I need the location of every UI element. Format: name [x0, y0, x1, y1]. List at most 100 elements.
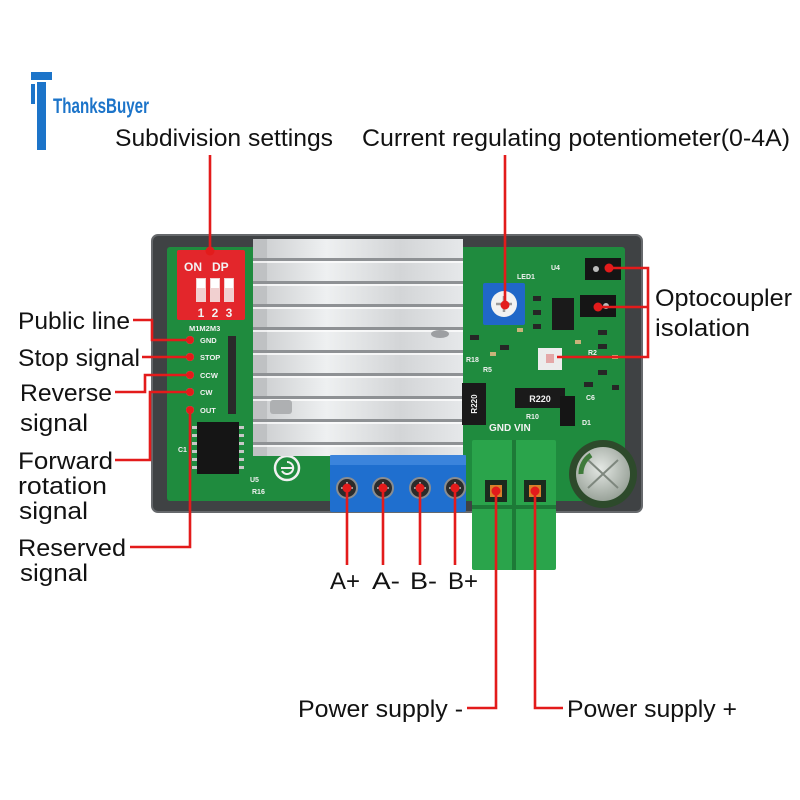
resistor-r220-vertical-label: R220 — [470, 394, 479, 414]
dip-toggle-2[interactable] — [210, 278, 220, 302]
dip-toggle-1-knob — [197, 279, 205, 288]
callout-dot-power-minus — [491, 486, 501, 496]
logo-text: ThanksBuyer — [53, 95, 149, 118]
callout-dot-public-line — [186, 336, 194, 344]
power-terminal-block — [472, 440, 556, 570]
heatsink-screw-bottom — [270, 400, 292, 414]
callout-lines — [115, 155, 650, 710]
driver-board: ON DP 1 2 3 M1M2M3 GND STOP CCW CW OUT — [151, 234, 643, 570]
callout-dot-b-minus — [415, 483, 425, 493]
white-component-center — [546, 354, 554, 363]
rohs-logo-mark — [281, 460, 295, 475]
brand-logo: ThanksBuyer — [31, 72, 149, 150]
optocoupler-header-1 — [585, 258, 621, 280]
pin-label-ccw: CCW — [200, 371, 219, 380]
label-terminal-a-plus: A+ — [330, 568, 360, 595]
optocoupler-chip — [552, 298, 574, 330]
power-silkscreen-label: GND VIN — [489, 423, 531, 434]
pin-row-secondary — [228, 336, 236, 414]
dip-toggle-1[interactable] — [196, 278, 206, 302]
label-forward-line1: Forward — [18, 448, 113, 475]
callout-line-reserved-signal — [130, 410, 192, 549]
label-terminal-b-minus: B- — [410, 568, 437, 595]
pin-label-cw: CW — [200, 388, 213, 397]
dip-toggle-3-knob — [225, 279, 233, 288]
callout-dot-subdivision — [205, 246, 215, 256]
silk-u4: U4 — [551, 265, 560, 272]
label-reverse-line1: Reverse — [20, 380, 112, 407]
electrolytic-capacitor — [569, 440, 637, 508]
label-terminal-a-minus: A- — [372, 568, 400, 595]
label-optocoupler-line2: isolation — [655, 315, 750, 342]
callout-dot-power-plus — [530, 486, 540, 496]
dip-switch[interactable]: ON DP 1 2 3 — [177, 250, 245, 320]
label-power-supply-minus: Power supply - — [298, 696, 463, 723]
label-power-supply-plus: Power supply + — [567, 696, 737, 723]
callout-dot-reserved-signal — [186, 406, 194, 414]
resistor-r220-horizontal-label: R220 — [529, 394, 551, 404]
power-terminal-ridge — [472, 505, 556, 509]
dip-toggle-3[interactable] — [224, 278, 234, 302]
label-reserved-line2: signal — [20, 560, 88, 587]
diode-d1 — [560, 396, 575, 426]
silk-c1: C1 — [178, 447, 187, 454]
silk-r16: R16 — [252, 489, 265, 496]
label-forward-line3: signal — [19, 498, 88, 525]
dip-position-3: 3 — [226, 306, 233, 320]
callout-line-power-minus — [467, 491, 498, 710]
callout-dot-stop-signal — [186, 353, 194, 361]
pin-label-gnd: GND — [200, 336, 217, 345]
callout-dot-b-plus — [450, 483, 460, 493]
callout-dot-a-minus — [378, 483, 388, 493]
dip-position-1: 1 — [198, 306, 205, 320]
heatsink — [253, 239, 463, 456]
dip-switch-on-label: ON — [184, 260, 202, 274]
motor-terminal-highlight — [330, 455, 466, 465]
label-reserved-line1: Reserved — [18, 535, 126, 562]
callout-dot-optocoupler-2 — [593, 302, 603, 312]
silk-d1: D1 — [582, 420, 591, 427]
label-current-potentiometer: Current regulating potentiometer(0-4A) — [362, 125, 790, 152]
dip-position-2: 2 — [212, 306, 219, 320]
optocoupler-header-1-pin — [593, 266, 599, 272]
pin-label-stop: STOP — [200, 353, 220, 362]
callout-dots — [186, 246, 614, 496]
silk-r10: R10 — [526, 414, 539, 421]
callout-dot-a-plus — [342, 483, 352, 493]
resistor-r220-vertical — [462, 383, 486, 425]
callout-line-optocoupler-1 — [557, 266, 650, 359]
label-subdivision-settings: Subdivision settings — [115, 125, 333, 152]
label-stop-signal: Stop signal — [18, 345, 140, 372]
dip-switch-dp-label: DP — [212, 260, 229, 274]
resistor-r220-horizontal — [515, 388, 565, 408]
callout-line-forward-signal — [115, 390, 190, 462]
label-public-line: Public line — [18, 308, 130, 335]
label-terminal-b-plus: B+ — [448, 568, 478, 595]
dip-toggle-2-knob — [211, 279, 219, 288]
callout-dot-optocoupler-1 — [604, 263, 614, 273]
motor-terminal-block — [330, 455, 466, 512]
callout-line-reverse-signal — [115, 373, 190, 394]
callout-line-public-line — [133, 318, 190, 342]
driver-ic — [192, 422, 244, 474]
callout-line-power-plus — [533, 491, 563, 710]
silk-r18: R18 — [466, 357, 479, 364]
label-reverse-line2: signal — [20, 410, 88, 437]
smd-components — [470, 296, 619, 390]
pin-label-out: OUT — [200, 406, 216, 415]
silk-led1: LED1 — [517, 274, 535, 281]
heatsink-screw-top — [431, 330, 449, 338]
label-optocoupler-line1: Optocoupler — [655, 285, 792, 312]
silk-c6: C6 — [586, 395, 595, 402]
callout-dot-forward-signal — [186, 388, 194, 396]
callout-dot-potentiometer — [500, 300, 510, 310]
logo-mark-icon — [31, 72, 52, 150]
silk-u5: U5 — [250, 477, 259, 484]
microstep-mode-label: M1M2M3 — [189, 324, 220, 333]
callout-dot-reverse-signal — [186, 371, 194, 379]
label-forward-line2: rotation — [18, 473, 107, 500]
silk-r5: R5 — [483, 367, 492, 374]
silk-r2: R2 — [588, 350, 597, 357]
motor-terminal-body — [330, 455, 466, 512]
